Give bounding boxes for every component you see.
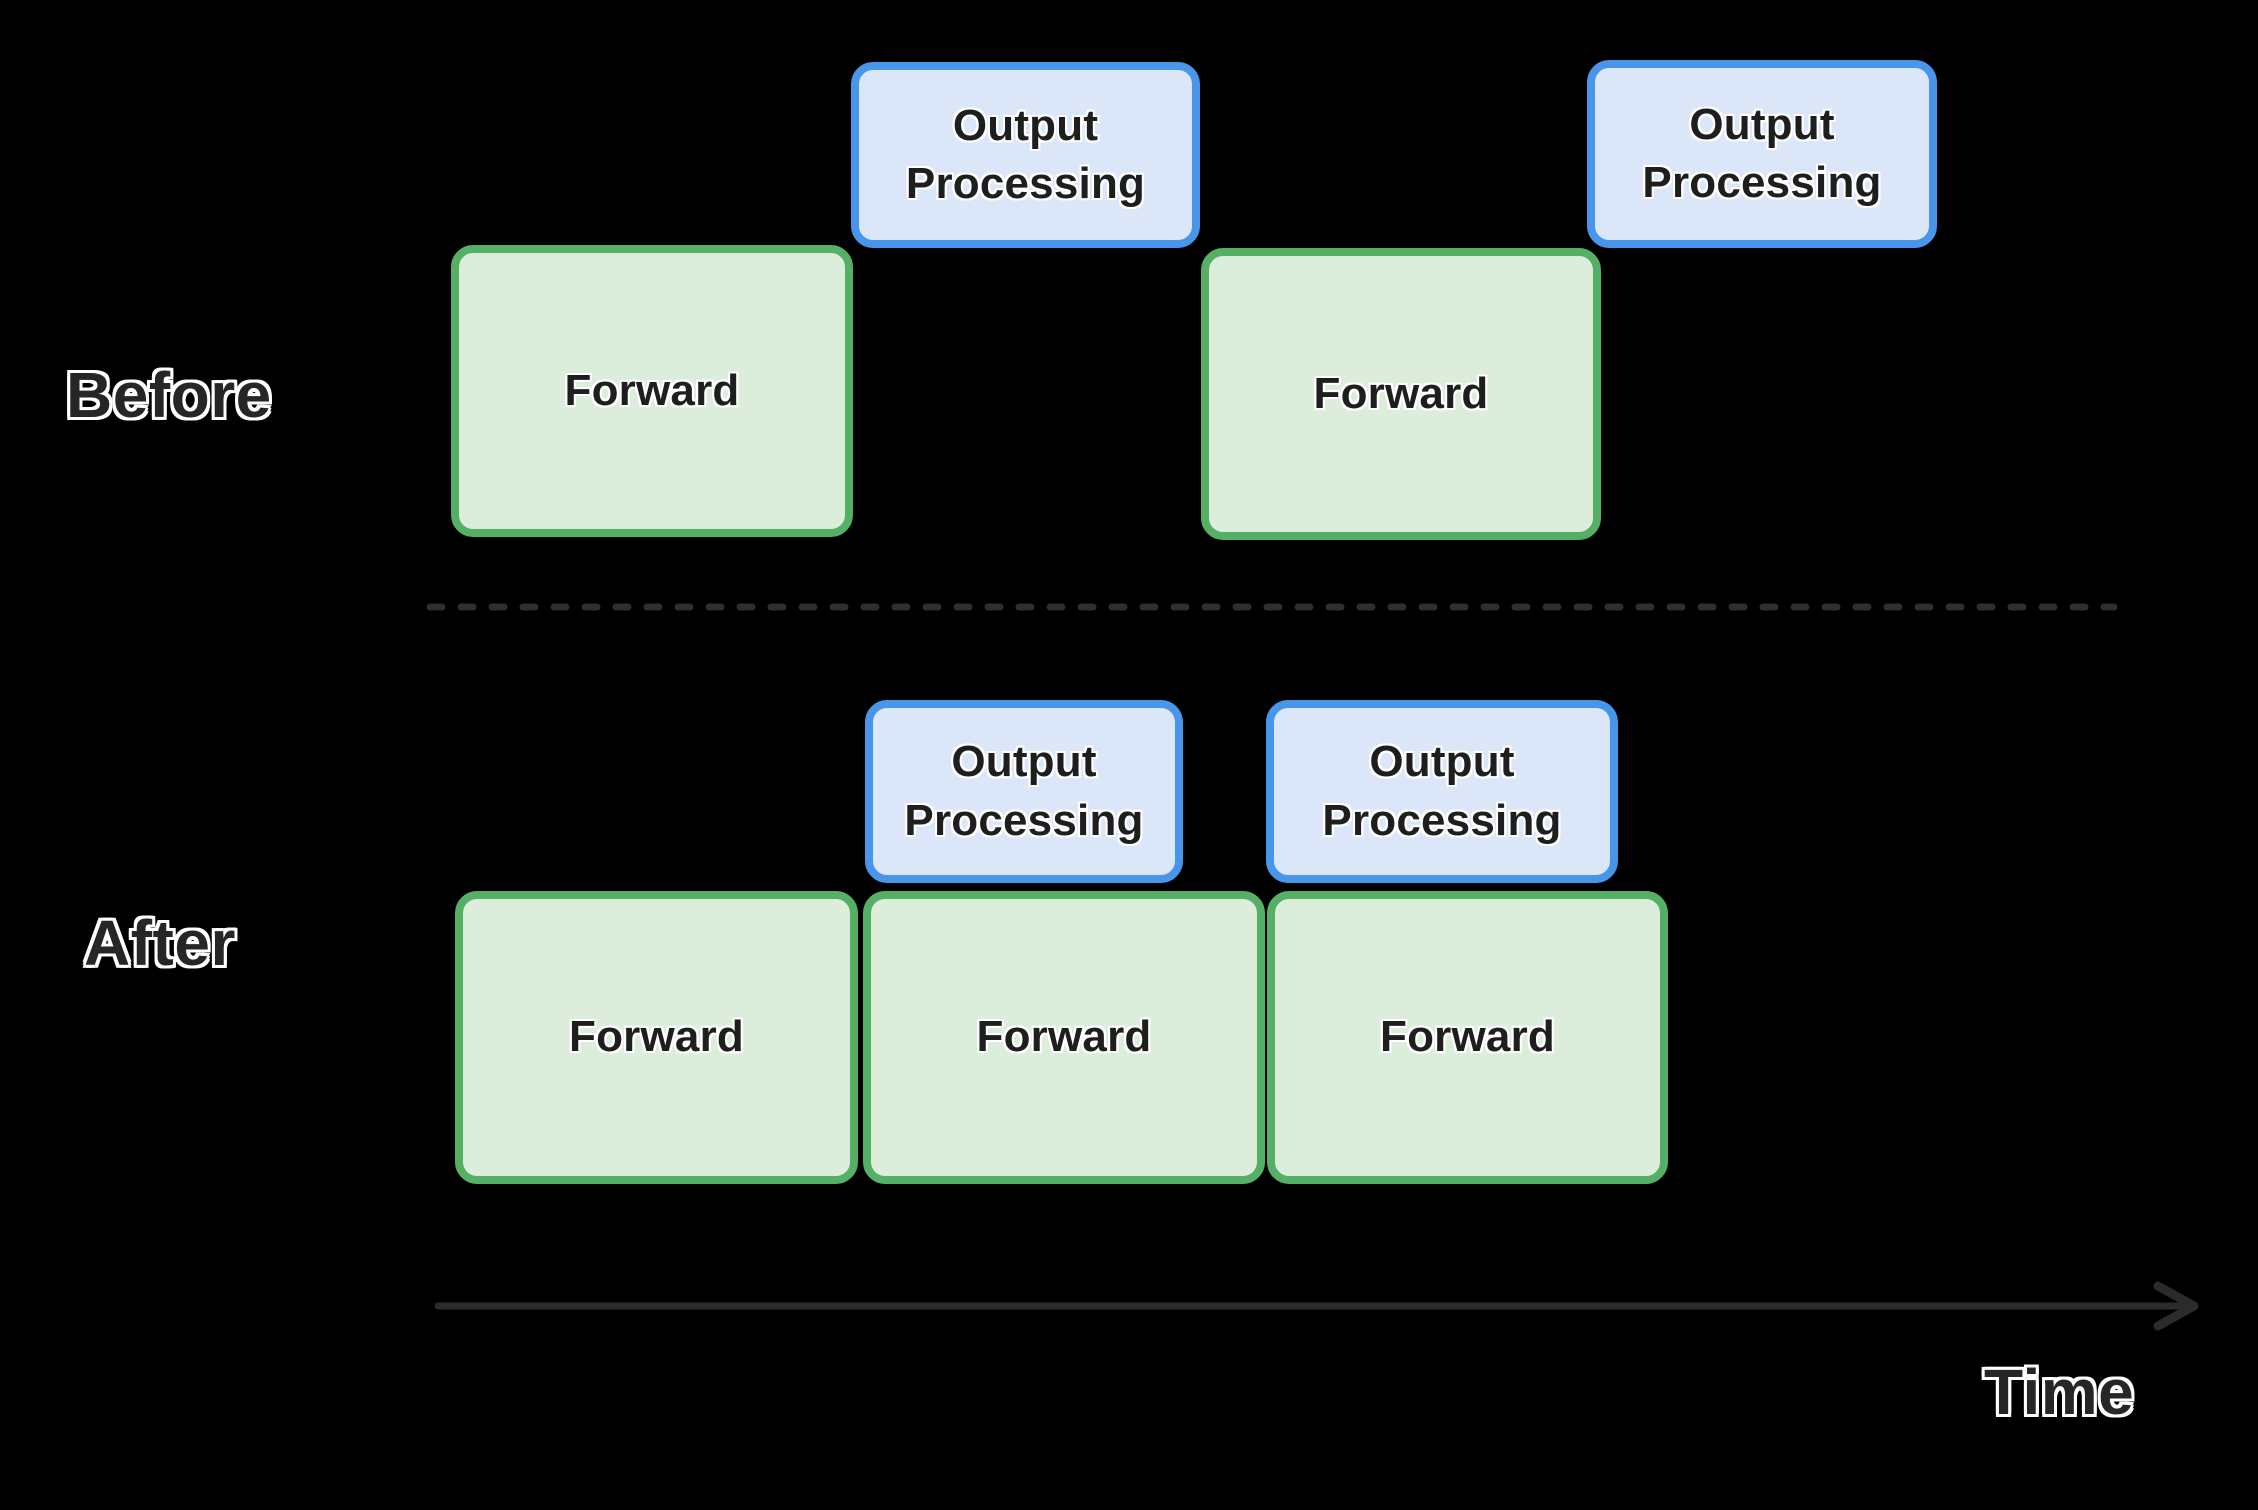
before-forward-box-1-label: Forward [564,365,740,415]
before-section-label: Before [66,359,272,431]
time-axis-arrowhead-icon [2153,1281,2199,1331]
after-forward-box-2: Forward [863,891,1265,1184]
after-forward-box-3-label: Forward [1380,1012,1555,1062]
before-output-processing-box-1-label: Output Processing [905,100,1146,208]
after-output-processing-box-1-label: Output Processing [904,737,1144,845]
before-output-processing-box-1: Output Processing [851,62,1200,248]
before-forward-box-1: Forward [451,245,853,537]
before-forward-box-2-label: Forward [1313,368,1489,418]
after-forward-box-1-label: Forward [569,1012,744,1062]
after-forward-box-1: Forward [455,891,858,1184]
before-output-processing-box-2: Output Processing [1587,60,1937,248]
after-forward-box-2-label: Forward [976,1012,1152,1062]
after-output-processing-box-2-label: Output Processing [1322,737,1562,845]
before-forward-box-2: Forward [1201,248,1601,540]
after-output-processing-box-1: Output Processing [865,700,1183,883]
after-output-processing-box-2: Output Processing [1266,700,1618,883]
time-axis-label: Time [1984,1356,2135,1428]
before-output-processing-box-2-label: Output Processing [1642,99,1882,207]
after-forward-box-3: Forward [1267,891,1668,1184]
after-section-label: After [84,907,236,979]
